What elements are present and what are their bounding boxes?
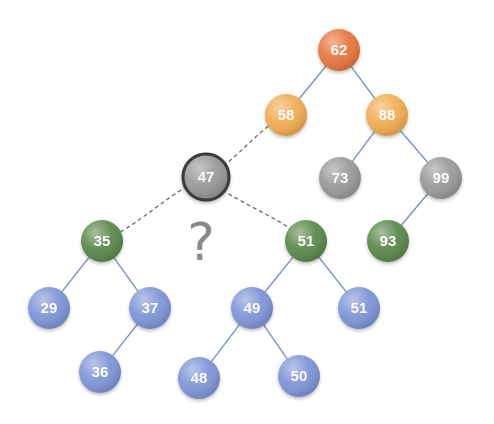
- node-label: 73: [332, 170, 349, 187]
- tree-node-47: 47: [181, 152, 231, 202]
- node-label: 62: [331, 42, 348, 59]
- tree-node-29: 29: [28, 287, 70, 329]
- node-label: 51: [298, 233, 315, 250]
- node-shine: [420, 157, 462, 199]
- tree-node-36: 36: [79, 351, 121, 393]
- node-shine: [178, 357, 220, 399]
- question-mark: ?: [187, 213, 215, 273]
- node-shine: [366, 94, 408, 136]
- tree-node-35: 35: [81, 220, 123, 262]
- tree-node-93: 93: [367, 220, 409, 262]
- nodes-layer: 62 58 88 47 73 99 35 51 93 29 37 49 51 36 48 50: [28, 29, 462, 399]
- node-label: 47: [198, 169, 215, 186]
- node-shine: [184, 155, 228, 199]
- tree-node-99: 99: [420, 157, 462, 199]
- tree-node-50: 50: [278, 355, 320, 397]
- node-label: 37: [142, 300, 159, 317]
- tree-node-51: 51: [338, 287, 380, 329]
- node-shine: [285, 220, 327, 262]
- tree-node-62: 62: [318, 29, 360, 71]
- tree-node-73: 73: [319, 157, 361, 199]
- node-label: 29: [41, 300, 58, 317]
- tree-node-51: 51: [285, 220, 327, 262]
- node-shine: [129, 287, 171, 329]
- node-shine: [319, 157, 361, 199]
- tree-node-48: 48: [178, 357, 220, 399]
- node-label: 93: [380, 233, 397, 250]
- tree-node-49: 49: [231, 287, 273, 329]
- node-shine: [81, 220, 123, 262]
- node-label: 49: [244, 300, 261, 317]
- node-label: 88: [379, 107, 396, 124]
- tree-node-88: 88: [366, 94, 408, 136]
- node-shine: [278, 355, 320, 397]
- node-label: 58: [278, 107, 295, 124]
- node-label: 99: [433, 170, 450, 187]
- node-shine: [265, 94, 307, 136]
- node-shine: [318, 29, 360, 71]
- node-label: 35: [94, 233, 111, 250]
- node-label: 36: [92, 364, 109, 381]
- node-shine: [338, 287, 380, 329]
- tree-node-58: 58: [265, 94, 307, 136]
- node-label: 48: [191, 370, 208, 387]
- node-label: 50: [291, 368, 308, 385]
- node-label: 51: [351, 300, 368, 317]
- node-shine: [231, 287, 273, 329]
- tree-node-37: 37: [129, 287, 171, 329]
- node-shine: [79, 351, 121, 393]
- node-shine: [367, 220, 409, 262]
- node-shine: [28, 287, 70, 329]
